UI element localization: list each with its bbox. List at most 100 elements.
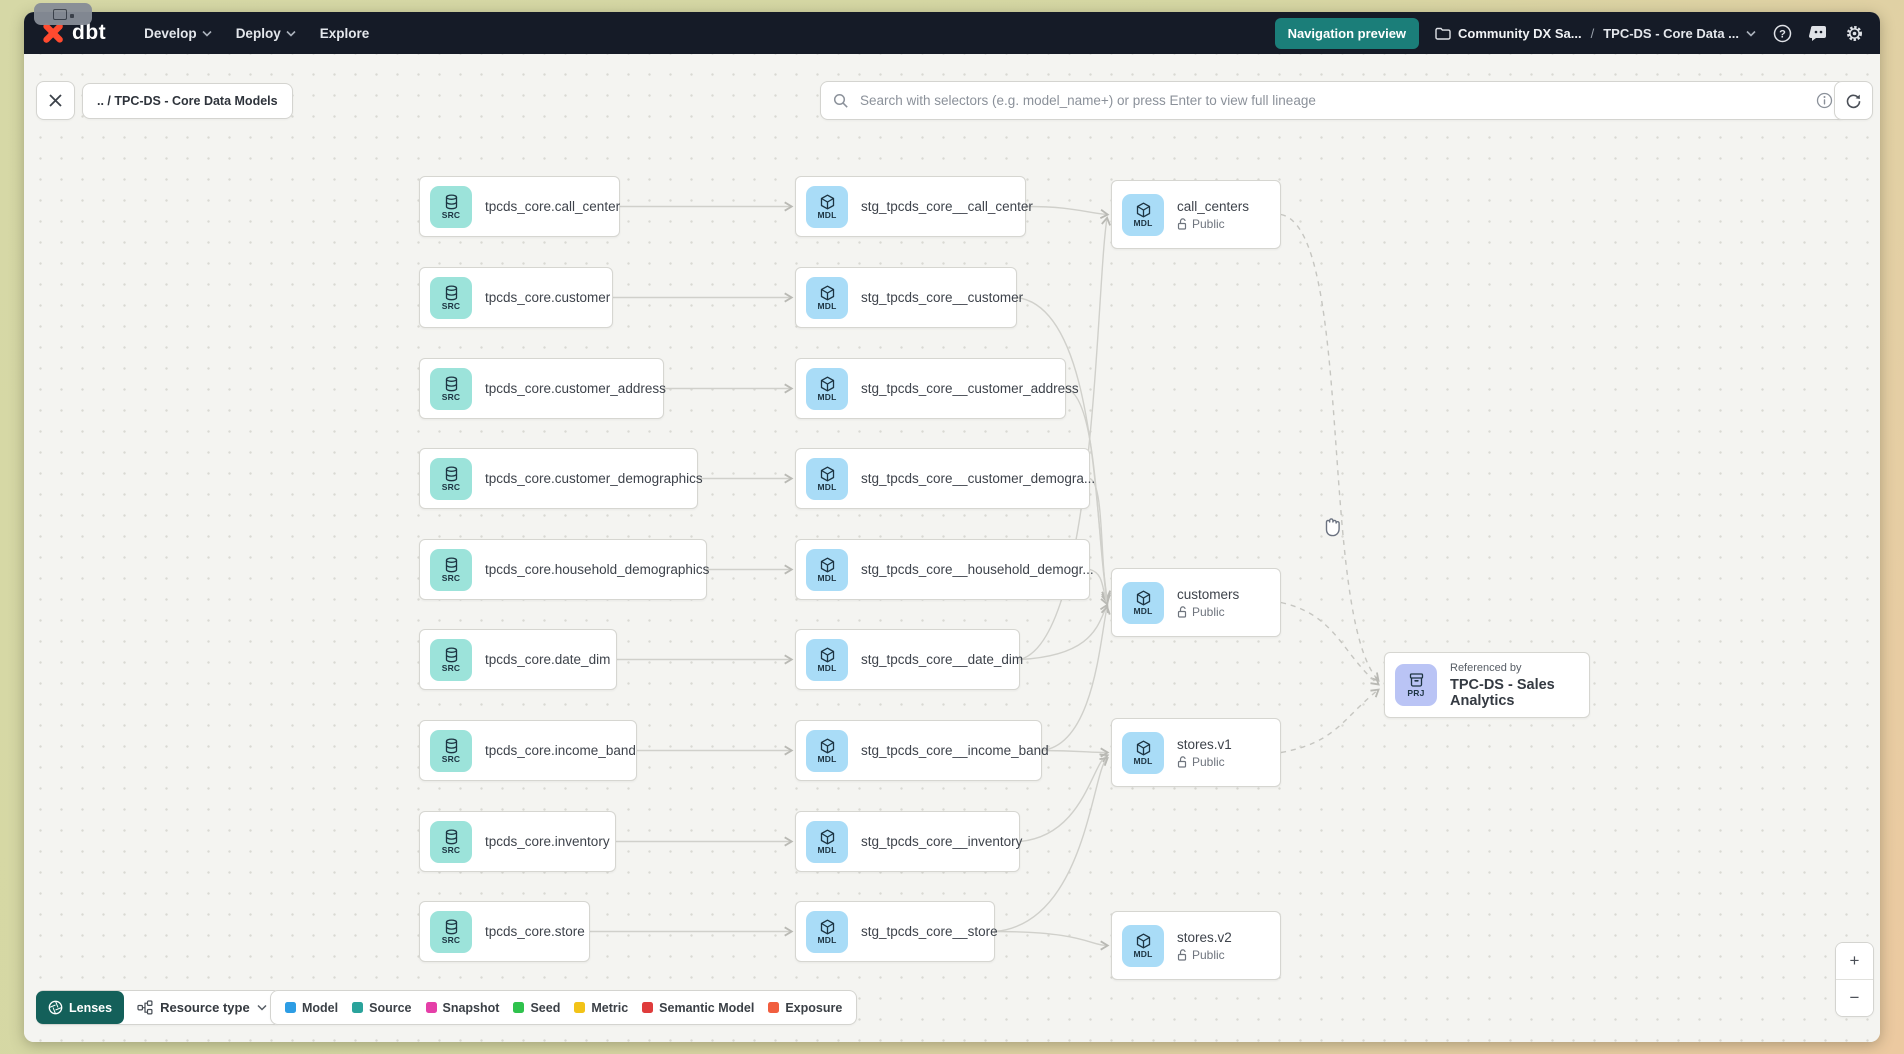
model-node-label: stg_tpcds_core__income_band bbox=[861, 743, 1049, 758]
search-input[interactable] bbox=[858, 92, 1807, 109]
nav-menu-explore[interactable]: Explore bbox=[319, 25, 370, 41]
model-badge-icon: MDL bbox=[806, 729, 848, 772]
nav-menu-develop[interactable]: Develop bbox=[132, 12, 224, 54]
model-badge-icon: MDL bbox=[806, 820, 848, 863]
app-window: dbt Develop Deploy Explore Navigation pr… bbox=[24, 12, 1880, 1042]
source-badge-icon: SRC bbox=[430, 548, 472, 591]
legend-color-swatch bbox=[352, 1002, 364, 1013]
source-node[interactable]: SRC tpcds_core.store bbox=[419, 901, 590, 962]
info-icon[interactable] bbox=[1816, 92, 1833, 109]
referenced-project-label: TPC-DS - Sales Analytics bbox=[1450, 676, 1555, 709]
source-badge-icon: SRC bbox=[430, 910, 472, 953]
breadcrumb-environment: TPC-DS - Core Data ... bbox=[1603, 25, 1739, 41]
top-navigation-bar: dbt Develop Deploy Explore Navigation pr… bbox=[24, 12, 1880, 54]
zoom-out-button[interactable]: − bbox=[1836, 980, 1873, 1016]
model-node-label: stg_tpcds_core__customer_address bbox=[861, 381, 1079, 396]
model-node[interactable]: MDL stg_tpcds_core__income_band bbox=[795, 720, 1049, 781]
legend-item: Source bbox=[352, 1001, 412, 1015]
model-badge-icon: MDL bbox=[806, 367, 848, 410]
source-badge-icon: SRC bbox=[430, 729, 472, 772]
source-node[interactable]: SRC tpcds_core.household_demographics bbox=[419, 539, 710, 600]
database-icon bbox=[445, 375, 457, 391]
access-badge: Public bbox=[1177, 605, 1239, 619]
model-node[interactable]: MDL stg_tpcds_core__customer_address bbox=[795, 358, 1079, 419]
navigation-preview-button[interactable]: Navigation preview bbox=[1274, 17, 1420, 49]
source-node-label: tpcds_core.call_center bbox=[485, 199, 621, 214]
public-unlock-icon bbox=[1177, 755, 1187, 768]
model-badge-icon: MDL bbox=[1122, 731, 1164, 774]
zoom-in-button[interactable]: + bbox=[1836, 943, 1873, 979]
search-icon bbox=[833, 93, 848, 108]
database-icon bbox=[445, 737, 457, 753]
chevron-down-icon bbox=[286, 30, 296, 37]
project-badge-icon: PRJ bbox=[1395, 664, 1437, 706]
model-cube-icon bbox=[820, 738, 834, 753]
public-model-label: customers bbox=[1177, 586, 1240, 602]
database-icon bbox=[445, 918, 457, 934]
public-model-label: stores.v1 bbox=[1177, 736, 1232, 752]
referenced-project-node[interactable]: PRJ Referenced by TPC-DS - Sales Analytics bbox=[1384, 652, 1590, 718]
database-icon bbox=[445, 556, 457, 572]
model-node-label: stg_tpcds_core__date_dim bbox=[861, 652, 1024, 667]
nav-menu-deploy[interactable]: Deploy bbox=[224, 12, 308, 54]
model-node[interactable]: MDL stg_tpcds_core__date_dim bbox=[795, 629, 1024, 690]
model-cube-icon bbox=[820, 919, 834, 934]
model-badge-icon: MDL bbox=[806, 276, 848, 319]
model-cube-icon bbox=[820, 376, 834, 391]
help-icon[interactable]: ? bbox=[1772, 23, 1792, 43]
source-badge-icon: SRC bbox=[430, 638, 472, 681]
refresh-lineage-button[interactable] bbox=[1834, 81, 1873, 120]
lineage-breadcrumb[interactable]: .. / TPC-DS - Core Data Models bbox=[82, 83, 293, 119]
close-lineage-button[interactable] bbox=[36, 81, 75, 120]
model-cube-icon bbox=[820, 194, 834, 209]
model-badge-icon: MDL bbox=[1122, 924, 1164, 967]
window-control-artifact bbox=[34, 3, 92, 25]
zoom-controls: + − bbox=[1835, 942, 1874, 1017]
model-badge-icon: MDL bbox=[1122, 193, 1164, 236]
source-node-label: tpcds_core.household_demographics bbox=[485, 562, 710, 577]
project-breadcrumb[interactable]: Community DX Sa... / TPC-DS - Core Data … bbox=[1435, 26, 1756, 41]
close-icon bbox=[49, 94, 62, 107]
database-icon bbox=[445, 193, 457, 209]
dbt-logo-text: dbt bbox=[72, 21, 107, 44]
feedback-icon[interactable] bbox=[1808, 23, 1828, 43]
model-node-label: stg_tpcds_core__customer_demogra... bbox=[861, 471, 1096, 486]
model-cube-icon bbox=[1136, 590, 1150, 605]
access-badge: Public bbox=[1177, 755, 1232, 769]
model-node[interactable]: MDL stg_tpcds_core__customer_demogra... bbox=[795, 448, 1095, 509]
legend-item: Metric bbox=[574, 1001, 628, 1015]
model-badge-icon: MDL bbox=[806, 638, 848, 681]
model-node-label: stg_tpcds_core__inventory bbox=[861, 834, 1023, 849]
lineage-canvas[interactable]: .. / TPC-DS - Core Data Models SRCtpcds_… bbox=[24, 54, 1880, 1042]
legend-item: Exposure bbox=[768, 1001, 842, 1015]
lenses-button[interactable]: Lenses bbox=[36, 991, 125, 1024]
model-node-label: stg_tpcds_core__household_demogr... bbox=[861, 562, 1094, 577]
dbt-logo[interactable]: dbt bbox=[40, 20, 106, 46]
legend-color-swatch bbox=[285, 1002, 296, 1013]
model-node[interactable]: MDL stg_tpcds_core__inventory bbox=[795, 811, 1023, 872]
chevron-down-icon bbox=[202, 30, 212, 37]
model-badge-icon: MDL bbox=[806, 457, 848, 500]
source-node-label: tpcds_core.store bbox=[485, 924, 585, 939]
model-node[interactable]: MDL stg_tpcds_core__customer bbox=[795, 267, 1023, 328]
settings-gear-icon[interactable] bbox=[1844, 23, 1864, 43]
model-cube-icon bbox=[820, 829, 834, 844]
referenced-by-title: Referenced by bbox=[1450, 661, 1522, 674]
model-node-label: stg_tpcds_core__customer bbox=[861, 290, 1024, 305]
resource-type-selector[interactable]: Resource type bbox=[124, 1000, 280, 1015]
